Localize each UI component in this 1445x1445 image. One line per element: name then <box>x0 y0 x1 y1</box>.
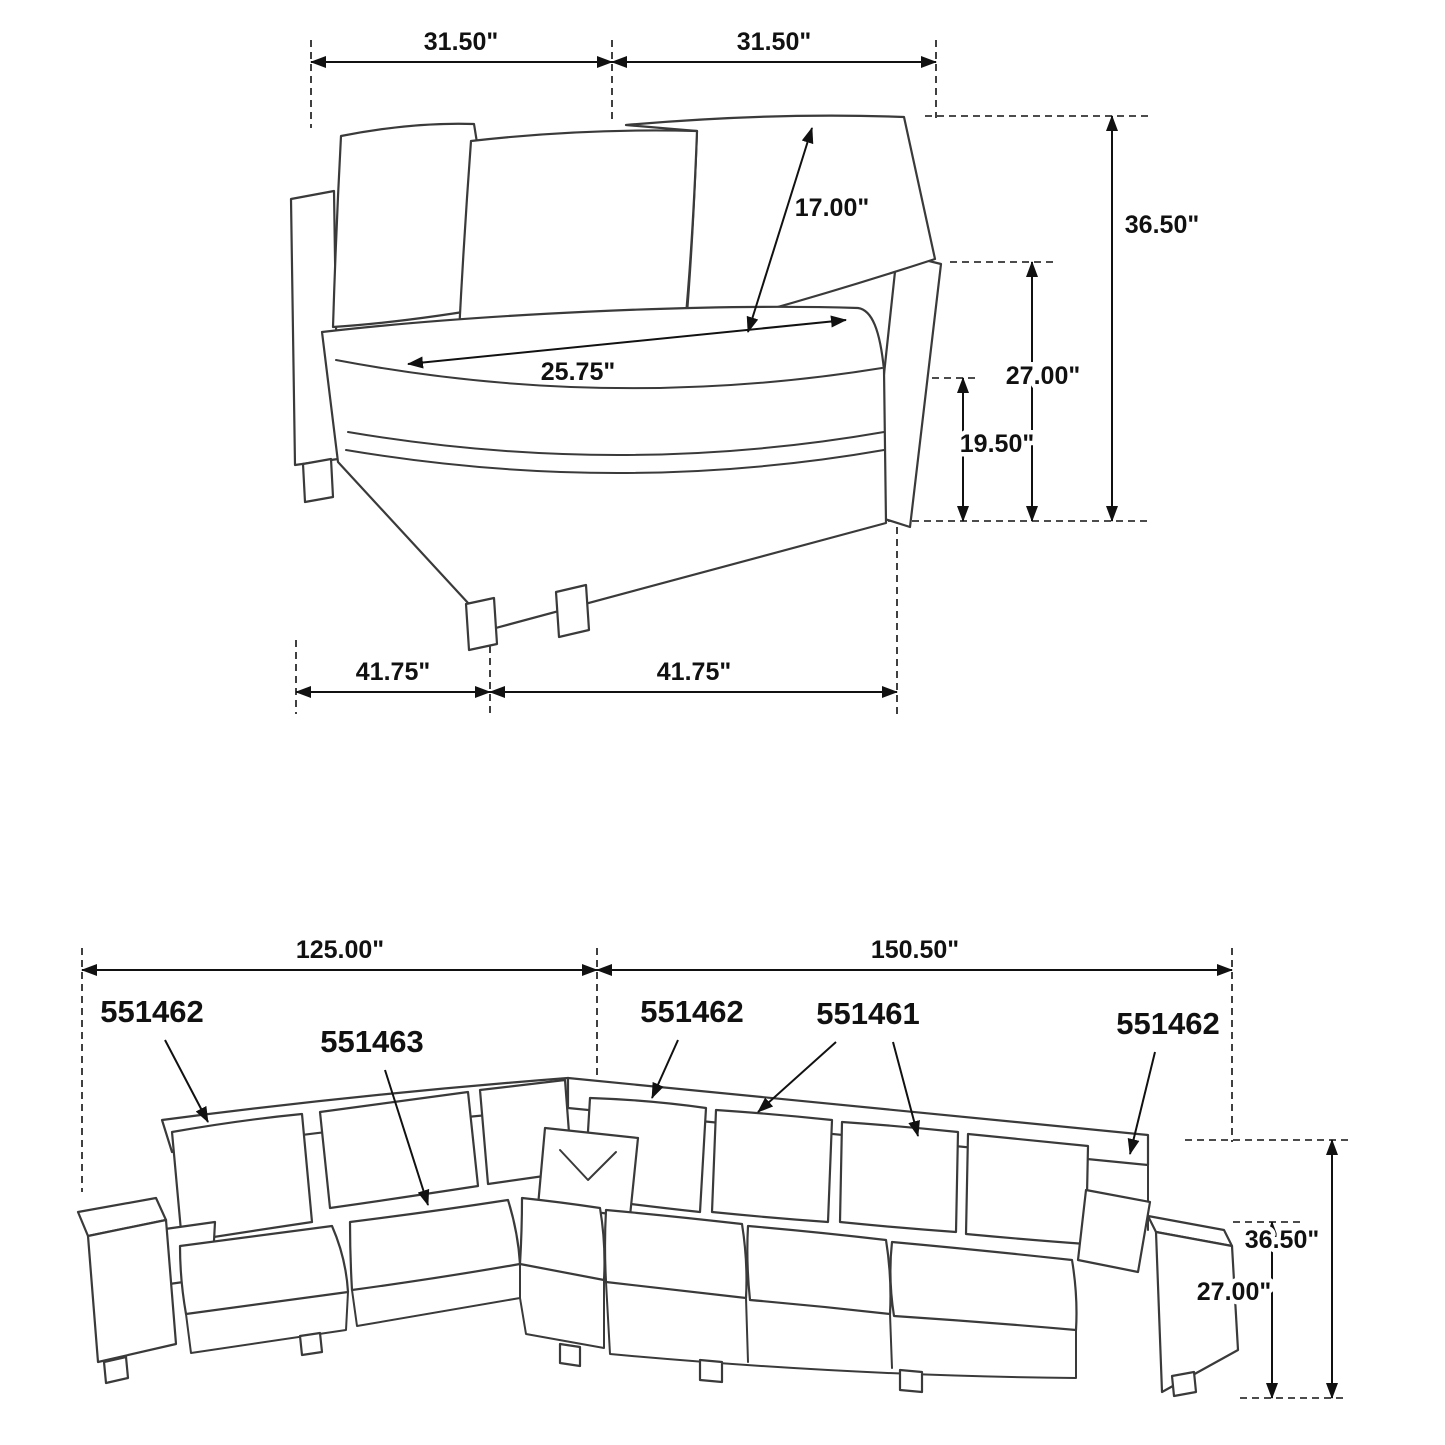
dim-sectional-overall-height: 36.50" <box>1245 1226 1319 1254</box>
sectional-drawing <box>76 1076 1240 1398</box>
dim-seat-depth: 25.75" <box>541 358 615 386</box>
base-left-1 <box>185 1291 349 1354</box>
back-pillow-left-big <box>170 1112 314 1244</box>
dim-back-height: 27.00" <box>1006 362 1080 390</box>
sku-label-5: 551462 <box>1116 1006 1219 1041</box>
back-pillow-left-mid <box>318 1090 480 1210</box>
base-right <box>605 1281 1077 1379</box>
sku-label-1: 551462 <box>100 994 203 1029</box>
foot-5 <box>898 1368 924 1394</box>
sectional-diagram: 125.00" 150.50" 36.50" 27.00" 551462 551… <box>76 932 1348 1399</box>
seat-corner <box>518 1196 606 1282</box>
module-interior-dims <box>407 127 847 369</box>
base-right-tick-2 <box>889 1313 893 1369</box>
sku-label-4: 551461 <box>816 996 919 1031</box>
foot-4 <box>698 1358 724 1384</box>
dim-sectional-left-width: 125.00" <box>296 936 384 964</box>
foot-3 <box>558 1342 582 1368</box>
back-pillow-2 <box>710 1108 834 1224</box>
seat-right-3 <box>889 1240 1078 1332</box>
sku-label-3: 551462 <box>640 994 743 1029</box>
dim-top-left-width: 31.50" <box>424 28 498 56</box>
back-pillow-4 <box>964 1132 1090 1246</box>
sku-label-2: 551463 <box>320 1024 423 1059</box>
base-left-2 <box>351 1263 521 1327</box>
seat-left-2 <box>348 1198 522 1292</box>
dim-bottom-left: 41.75" <box>356 658 430 686</box>
back-pillow-3 <box>838 1120 960 1234</box>
base-right-tick-1 <box>745 1297 749 1363</box>
foot-1 <box>102 1355 130 1385</box>
module-diagram: 31.50" 31.50" 36.50" 27.00" 19.50" 25.75… <box>289 24 1204 714</box>
seat-right-1 <box>603 1208 748 1300</box>
foot-6 <box>1170 1370 1198 1398</box>
dim-seat-height: 19.50" <box>960 430 1034 458</box>
seat-right-2 <box>746 1224 892 1316</box>
dim-sectional-arm-height: 27.00" <box>1197 1278 1271 1306</box>
accent-pillow-right <box>1076 1188 1152 1274</box>
module-dimension-lines <box>295 56 1118 698</box>
dim-overall-height: 36.50" <box>1125 211 1199 239</box>
module-seat-seam-mid <box>347 431 885 456</box>
sectional-dimension-lines <box>81 964 1338 1399</box>
module-seat-seam-top <box>335 359 883 390</box>
sku-leader-arrows <box>164 1039 1156 1206</box>
base-corner <box>519 1279 605 1349</box>
module-foot-front-left <box>464 596 499 652</box>
dim-sectional-right-width: 150.50" <box>871 936 959 964</box>
module-drawing <box>289 114 943 652</box>
module-seat-seam-low <box>345 449 885 474</box>
foot-2 <box>298 1331 324 1357</box>
module-center-pillow <box>457 129 699 335</box>
module-left-panel <box>289 189 340 467</box>
module-foot-front-right <box>554 583 591 639</box>
dim-back-cushion: 17.00" <box>795 194 869 222</box>
sectional-right-arm-front <box>1154 1230 1240 1394</box>
accent-pillow-fold <box>559 1149 617 1181</box>
module-seat-base <box>320 305 888 631</box>
sectional-left-arm-front <box>86 1218 178 1364</box>
dim-top-right-width: 31.50" <box>737 28 811 56</box>
dim-bottom-right: 41.75" <box>657 658 731 686</box>
module-foot-back <box>301 457 335 504</box>
